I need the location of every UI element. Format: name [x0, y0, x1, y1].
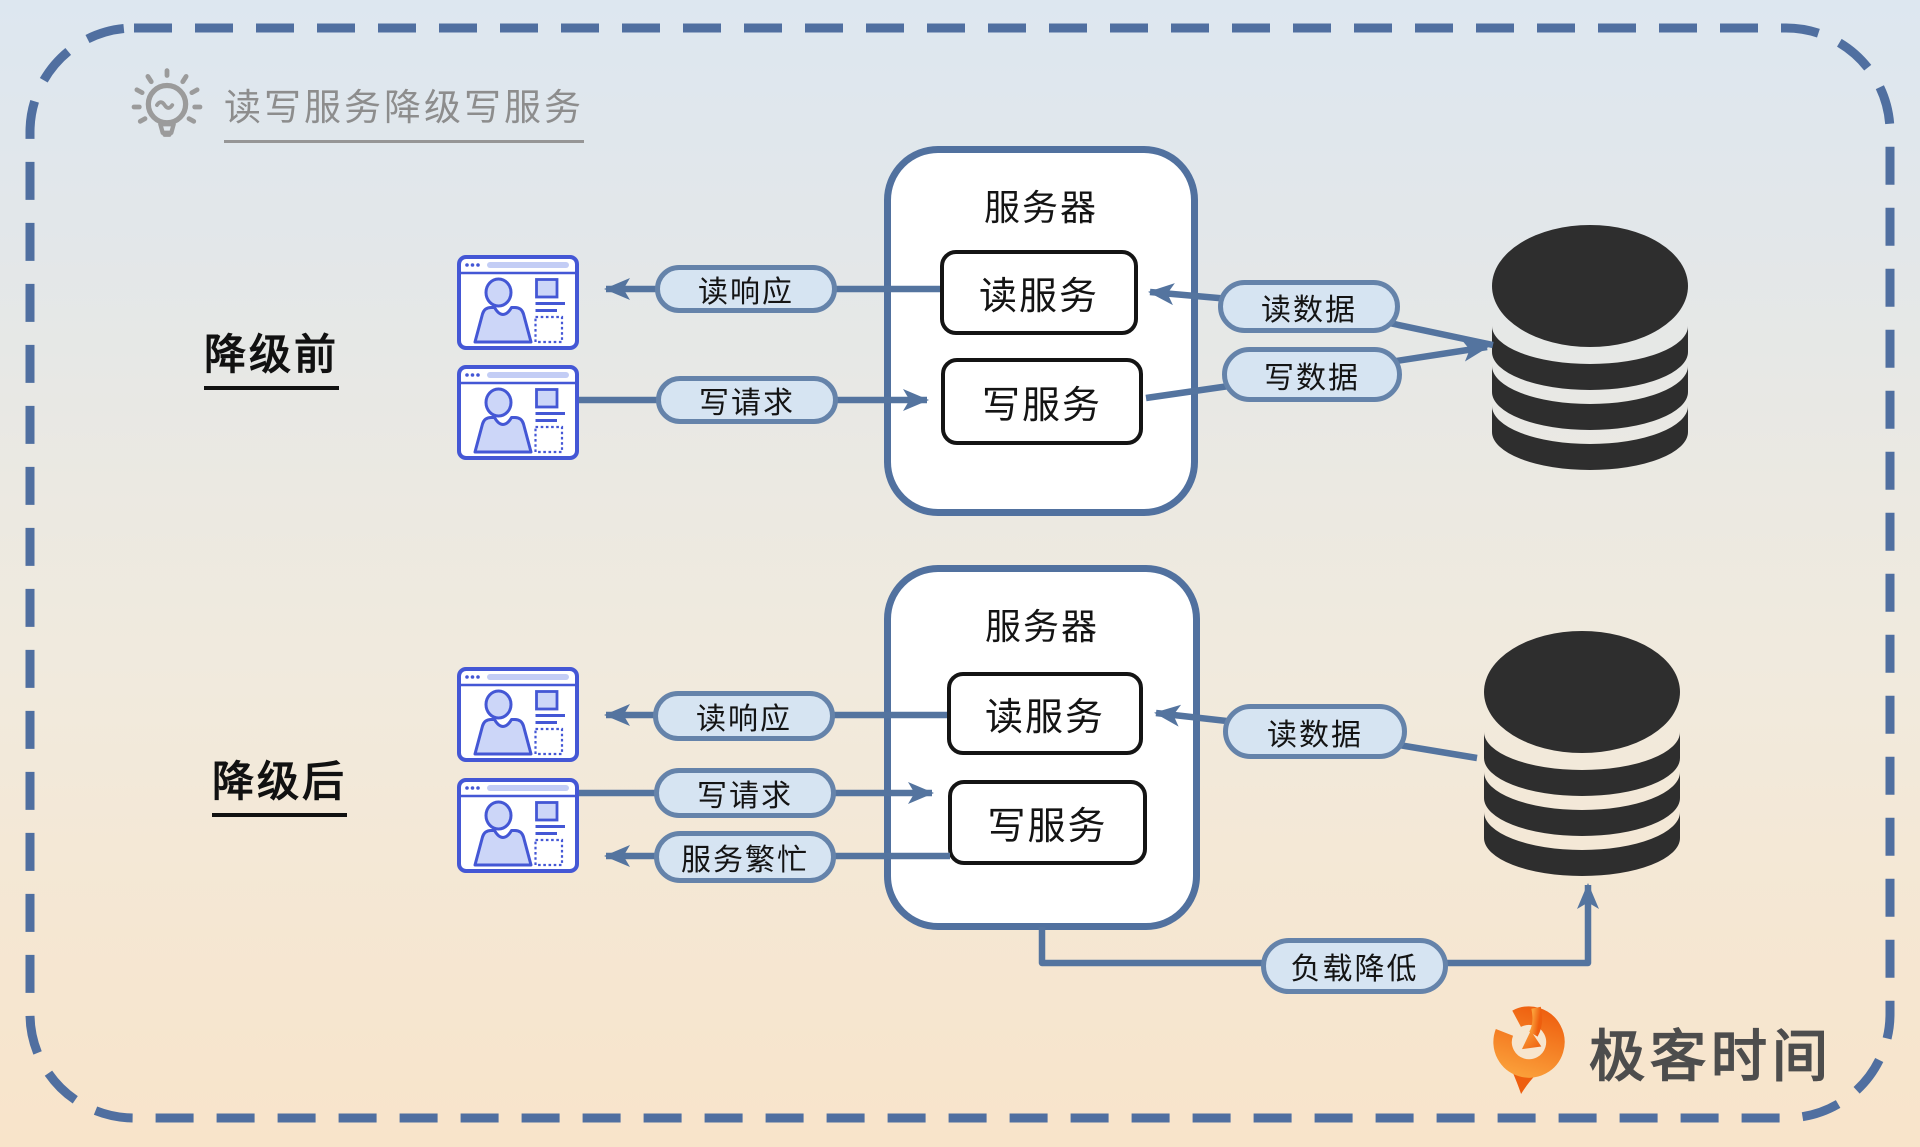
geektime-logo: 极客时间 — [1485, 1002, 1833, 1103]
client-browser-icon — [457, 778, 579, 873]
pill-read-response-after: 读响应 — [653, 691, 835, 741]
pill-read-data-after: 读数据 — [1223, 704, 1407, 759]
server-title: 服务器 — [984, 606, 1099, 647]
diagram-title: 读写服务降级写服务 — [224, 77, 584, 143]
write-service-box-after: 写服务 — [948, 780, 1147, 865]
pill-load-reduced-after: 负载降低 — [1261, 938, 1448, 994]
diagram-header: 读写服务降级写服务 — [124, 64, 584, 155]
client-browser-icon — [457, 255, 579, 350]
geektime-logo-icon — [1485, 1002, 1573, 1103]
pill-write-request-before: 写请求 — [656, 376, 838, 424]
write-service-box-before: 写服务 — [941, 358, 1143, 445]
pill-write-data-before: 写数据 — [1222, 347, 1402, 402]
geektime-logo-text: 极客时间 — [1589, 1025, 1833, 1088]
pill-read-data-before: 读数据 — [1218, 280, 1400, 333]
pill-write-request-after: 写请求 — [654, 768, 836, 818]
database-icon-before — [1490, 224, 1690, 470]
pill-read-response-before: 读响应 — [655, 265, 837, 313]
server-title: 服务器 — [983, 187, 1098, 228]
client-browser-icon — [457, 365, 579, 460]
read-service-box-before: 读服务 — [940, 250, 1138, 335]
lightbulb-icon — [124, 64, 210, 155]
database-icon-after — [1482, 630, 1682, 876]
label-before-degradation: 降级前 — [204, 321, 340, 390]
pill-service-busy-after: 服务繁忙 — [654, 831, 836, 883]
client-browser-icon — [457, 667, 579, 762]
read-service-box-after: 读服务 — [947, 672, 1143, 755]
label-after-degradation: 降级后 — [212, 748, 348, 817]
